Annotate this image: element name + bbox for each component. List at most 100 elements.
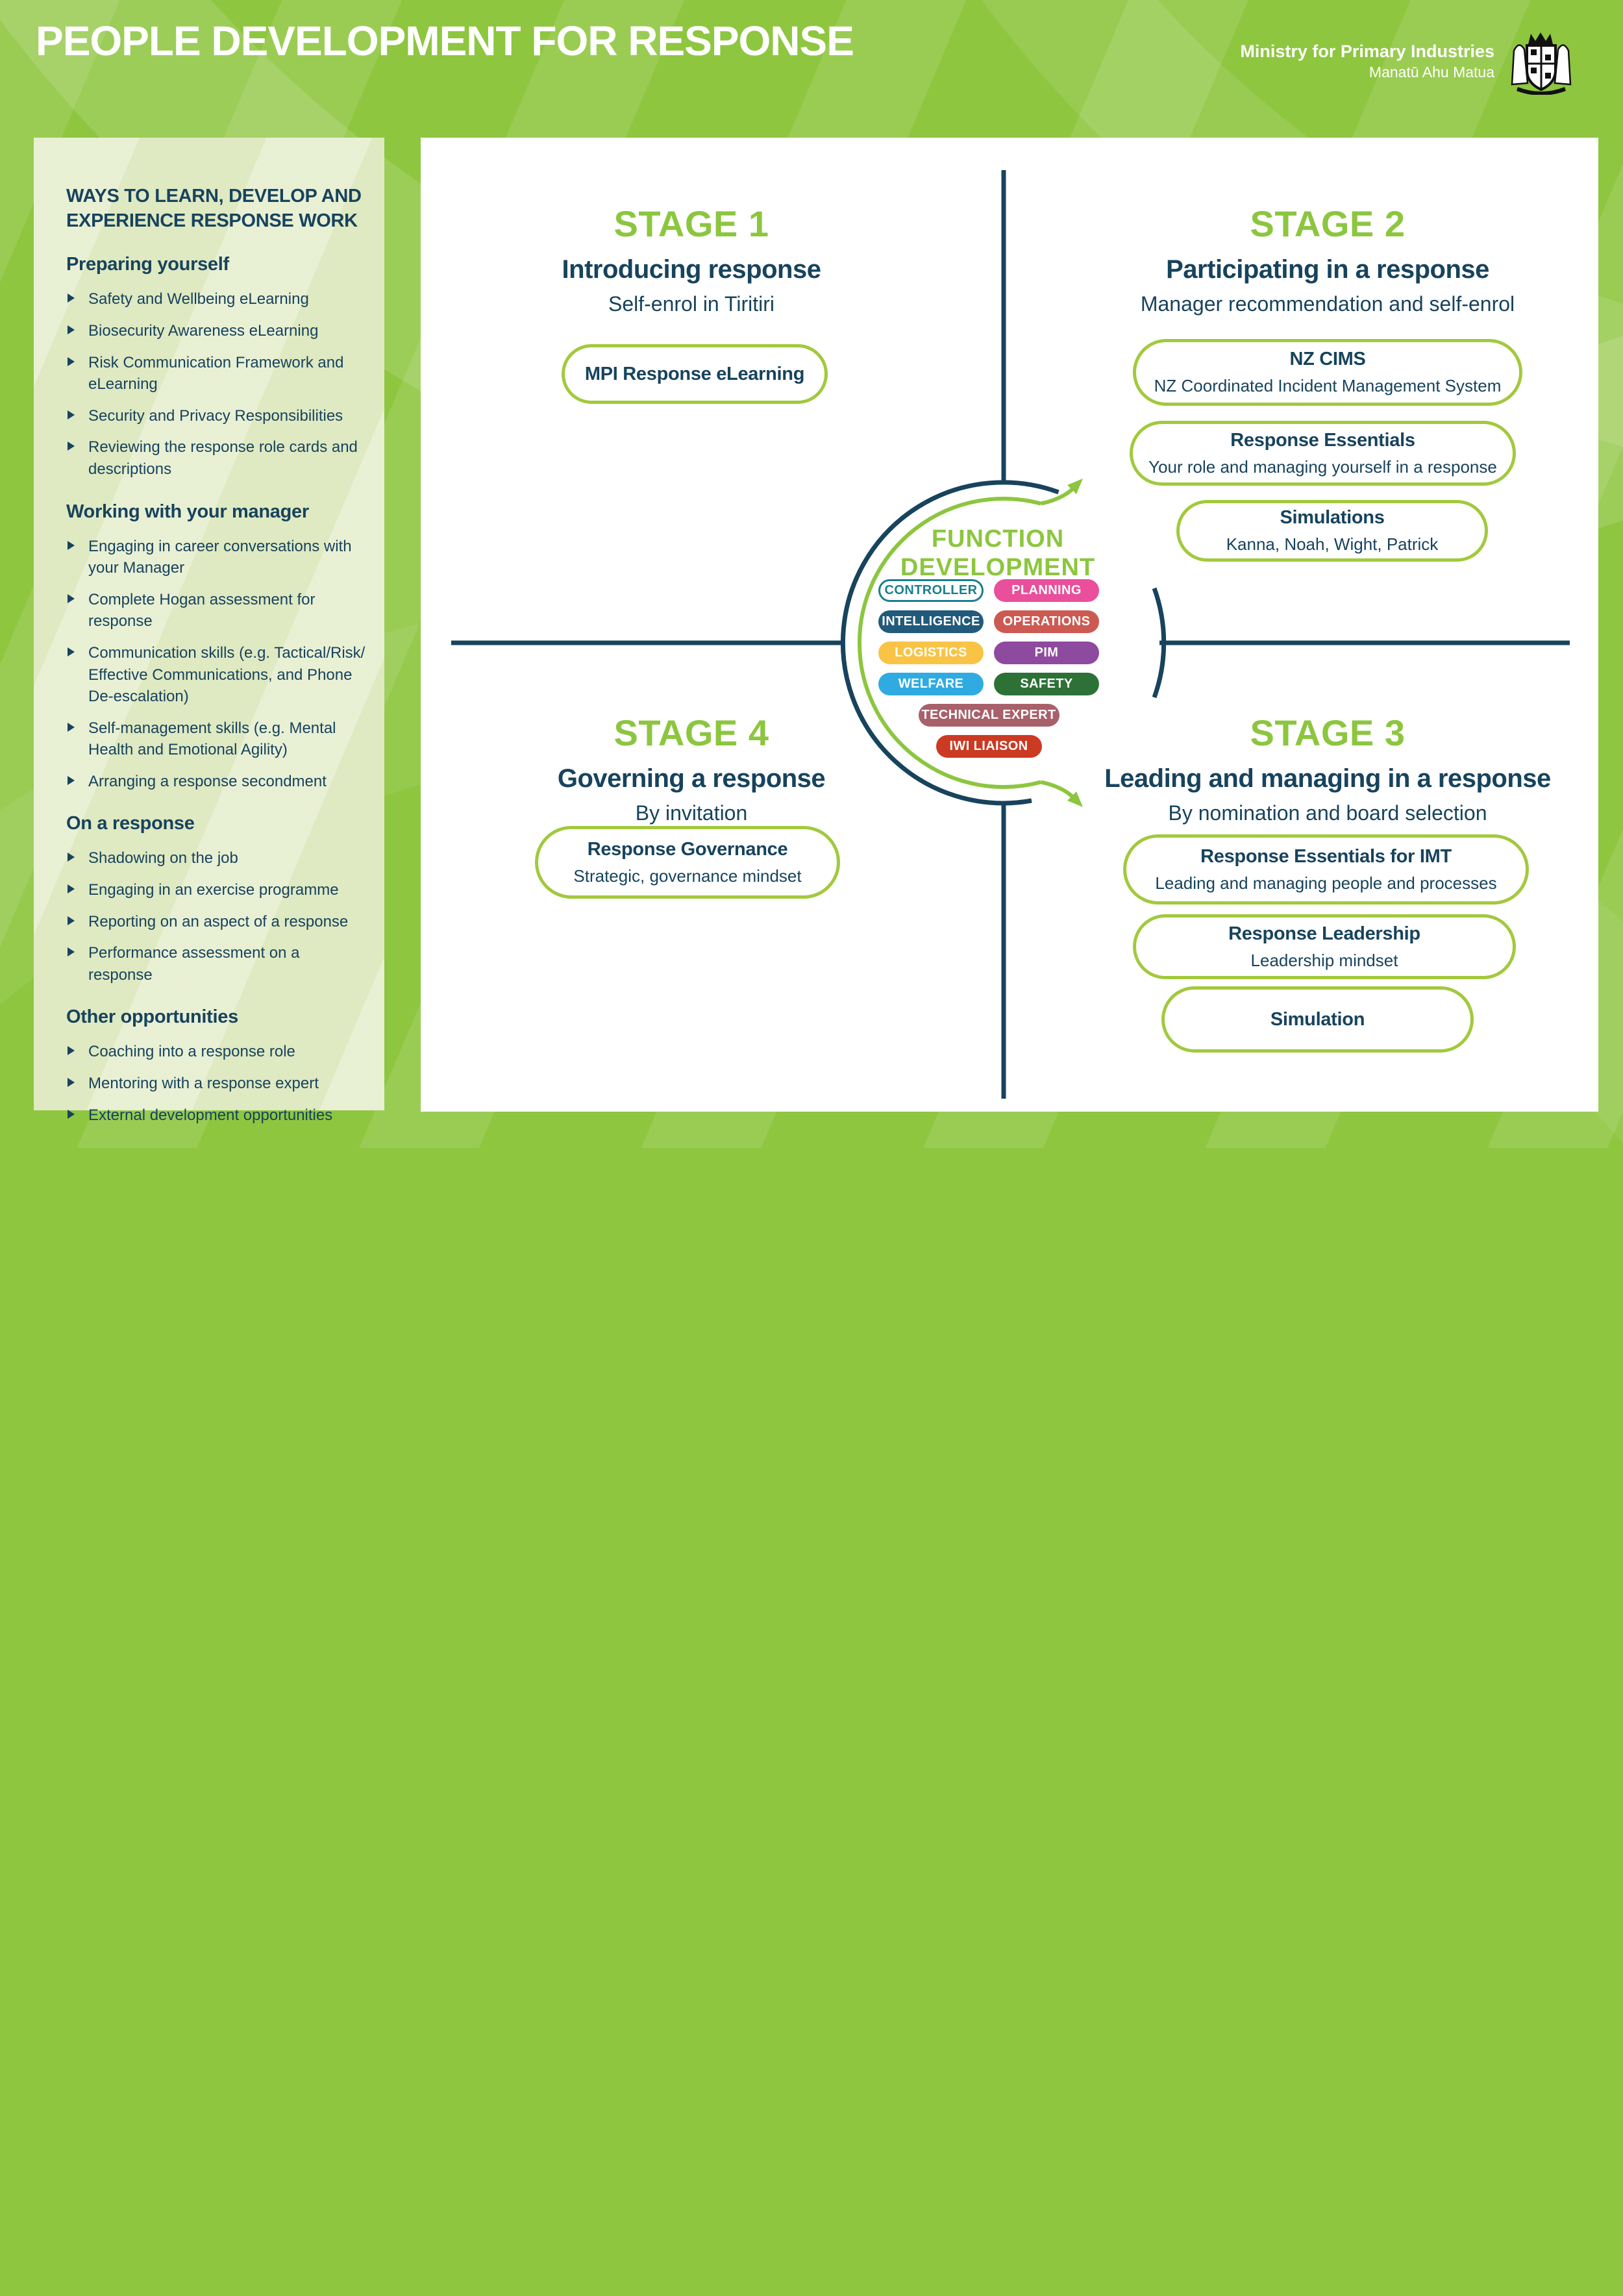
list-item: Arranging a response secondment — [66, 771, 367, 793]
list-other-opportunities: Coaching into a response role Mentoring … — [66, 1041, 367, 1126]
function-pill-iwi-liaison: IWI LIAISON — [935, 735, 1042, 758]
list-item-text: External development opportunities — [88, 1106, 333, 1124]
stage2-label: STAGE 2 — [1250, 203, 1406, 244]
list-item-text: Shadowing on the job — [88, 849, 238, 867]
bullet-triangle-icon — [68, 593, 75, 603]
section-heading-working-with-manager: Working with your manager — [66, 501, 309, 522]
stage2-title: Participating in a response — [1166, 255, 1489, 284]
bullet-triangle-icon — [68, 1078, 75, 1088]
stage1-subtitle: Self-enrol in Tiritiri — [608, 292, 775, 316]
list-item: Communication skills (e.g. Tactical/Risk… — [66, 642, 367, 708]
pill-response-governance: Response Governance Strategic, governanc… — [535, 826, 840, 899]
list-item: Performance assessment on a response — [66, 942, 367, 986]
function-pill-row: LOGISTICS PIM — [878, 642, 1099, 664]
bullet-triangle-icon — [68, 916, 75, 925]
list-item-text: Safety and Wellbeing eLearning — [88, 290, 309, 308]
function-development-title: FUNCTION DEVELOPMENT — [836, 525, 1160, 582]
list-item: Reviewing the response role cards and de… — [66, 436, 367, 480]
function-pill-technical-expert: TECHNICAL EXPERT — [918, 704, 1059, 727]
pill-response-leadership: Response Leadership Leadership mindset — [1133, 914, 1516, 979]
pill-title: Response Leadership — [1228, 923, 1420, 944]
bullet-triangle-icon — [68, 293, 75, 303]
stage1-header: STAGE 1 Introducing response Self-enrol … — [497, 203, 886, 316]
pill-subtitle: Leadership mindset — [1250, 950, 1398, 970]
list-item: Risk Communication Framework and eLearni… — [66, 352, 367, 395]
function-development-line1: FUNCTION — [931, 525, 1065, 553]
bullet-triangle-icon — [68, 356, 75, 366]
list-item-text: Security and Privacy Responsibilities — [88, 406, 343, 425]
list-item: Shadowing on the job — [66, 847, 367, 869]
ministry-maori-name: Manatū Ahu Matua — [1369, 64, 1494, 81]
pill-title: Response Essentials for IMT — [1200, 845, 1452, 867]
stage4-subtitle: By invitation — [635, 801, 748, 825]
list-item-text: Communication skills (e.g. Tactical/Risk… — [88, 643, 365, 706]
bullet-triangle-icon — [68, 442, 75, 451]
function-pill-intelligence: INTELLIGENCE — [878, 610, 984, 633]
list-item: Safety and Wellbeing eLearning — [66, 288, 367, 310]
list-item: Biosecurity Awareness eLearning — [66, 320, 367, 342]
pill-title: NZ CIMS — [1289, 349, 1366, 369]
sidebar: WAYS TO LEARN, DEVELOP AND EXPERIENCE RE… — [34, 138, 384, 1124]
function-pill-operations: OPERATIONS — [994, 610, 1099, 633]
list-item-text: Biosecurity Awareness eLearning — [88, 321, 319, 340]
function-pill-pim: PIM — [994, 642, 1099, 664]
list-item-text: Arranging a response secondment — [88, 772, 327, 790]
pill-title: Response Essentials — [1230, 429, 1415, 451]
list-item: External development opportunities — [66, 1104, 367, 1127]
section-heading-other-opportunities: Other opportunities — [66, 1006, 238, 1028]
sidebar-title: WAYS TO LEARN, DEVELOP AND EXPERIENCE RE… — [66, 186, 362, 231]
bullet-triangle-icon — [68, 947, 75, 957]
stage2-subtitle: Manager recommendation and self-enrol — [1140, 292, 1515, 316]
bullet-triangle-icon — [68, 884, 75, 894]
pill-nz-cims: NZ CIMS NZ Coordinated Incident Manageme… — [1133, 339, 1522, 406]
page-title: PEOPLE DEVELOPMENT FOR RESPONSE — [36, 18, 854, 64]
function-pill-safety: SAFETY — [994, 673, 1099, 695]
bullet-triangle-icon — [68, 1046, 75, 1056]
mpi-logo-text: Ministry for Primary Industries Manatū A… — [1240, 30, 1494, 82]
list-item: Complete Hogan assessment for response — [66, 589, 367, 632]
bullet-triangle-icon — [68, 853, 75, 862]
stage3-label: STAGE 3 — [1250, 712, 1406, 753]
function-pill-row: CONTROLLER PLANNING — [878, 579, 1099, 602]
pill-title: Response Governance — [587, 838, 788, 860]
stage1-label: STAGE 1 — [613, 203, 769, 244]
stage3-header: STAGE 3 Leading and managing in a respon… — [1100, 712, 1555, 825]
list-item: Security and Privacy Responsibilities — [66, 405, 367, 427]
list-item-text: Reporting on an aspect of a response — [88, 912, 349, 930]
list-item: Engaging in an exercise programme — [66, 879, 367, 901]
function-pill-row: INTELLIGENCE OPERATIONS — [878, 610, 1099, 633]
list-item: Reporting on an aspect of a response — [66, 911, 367, 933]
function-pill-row: TECHNICAL EXPERT — [918, 704, 1059, 727]
pill-simulation: Simulation — [1161, 986, 1474, 1053]
list-on-a-response: Shadowing on the job Engaging in an exer… — [66, 847, 367, 986]
list-item-text: Mentoring with a response expert — [88, 1075, 319, 1093]
bullet-triangle-icon — [68, 325, 75, 334]
pill-mpi-response-elearning: MPI Response eLearning — [562, 344, 828, 404]
pill-title: MPI Response eLearning — [584, 363, 805, 384]
list-item: Engaging in career conversations with yo… — [66, 536, 367, 579]
mpi-logo: Ministry for Primary Industries Manatū A… — [1240, 30, 1578, 95]
function-pill-row: WELFARE SAFETY — [878, 673, 1099, 695]
list-item-text: Engaging in career conversations with yo… — [88, 537, 352, 577]
list-item-text: Complete Hogan assessment for response — [88, 590, 316, 630]
list-item-text: Reviewing the response role cards and de… — [88, 438, 358, 478]
stage3-title: Leading and managing in a response — [1104, 764, 1551, 793]
list-item-text: Engaging in an exercise programme — [88, 881, 339, 899]
list-item-text: Self-management skills (e.g. Mental Heal… — [88, 719, 336, 759]
stage4-title: Governing a response — [557, 764, 826, 793]
pill-response-essentials-for-imt: Response Essentials for IMT Leading and … — [1123, 834, 1529, 905]
pill-simulations: Simulations Kanna, Noah, Wight, Patrick — [1176, 500, 1488, 562]
sidebar-stripes — [34, 138, 384, 1110]
bullet-triangle-icon — [68, 647, 75, 656]
function-pill-planning: PLANNING — [994, 579, 1099, 602]
list-working-with-manager: Engaging in career conversations with yo… — [66, 536, 367, 793]
bullet-triangle-icon — [68, 540, 75, 550]
list-item: Self-management skills (e.g. Mental Heal… — [66, 718, 367, 761]
pill-subtitle: NZ Coordinated Incident Management Syste… — [1154, 376, 1502, 395]
section-heading-on-a-response: On a response — [66, 813, 195, 834]
nz-coat-of-arms-icon — [1511, 32, 1572, 95]
function-pill-welfare: WELFARE — [878, 673, 984, 695]
stage1-title: Introducing response — [562, 255, 821, 284]
list-item-text: Coaching into a response role — [88, 1043, 295, 1061]
stage3-subtitle: By nomination and board selection — [1168, 801, 1487, 825]
